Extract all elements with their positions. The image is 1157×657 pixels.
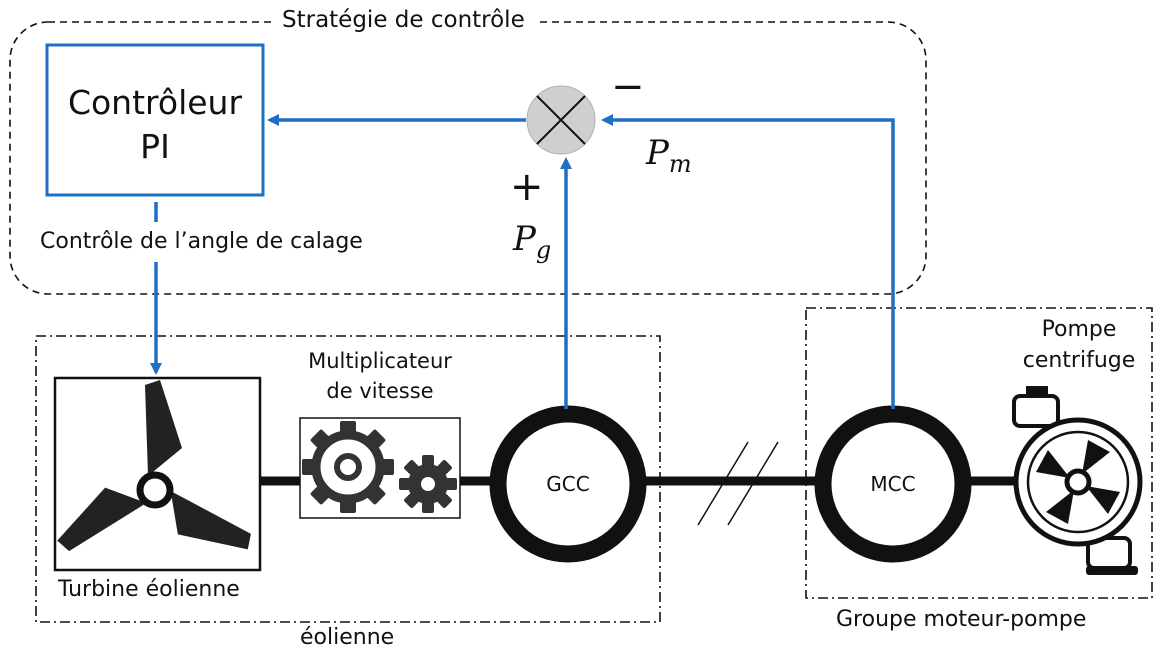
gearbox-label-line1: Multiplicateur [308,349,452,373]
pg-symbol: Pg [513,218,551,265]
wind-group-title: éolienne [300,625,395,650]
pump-label-line1: Pompe [1041,317,1117,342]
minus-sign: − [611,64,645,110]
summing-junction [526,85,596,155]
plus-sign: + [510,164,544,210]
pm-symbol-subscript: m [668,149,692,178]
motor-mcc-circle [814,405,972,563]
shaft-break-mark-2 [727,441,779,526]
shaft-break-mark-1 [697,441,749,526]
motor-mcc-label: MCC [870,472,916,496]
control-strategy-title: Stratégie de contrôle [272,6,535,35]
generator-gcc-circle [489,405,647,563]
gearbox-label-line2: de vitesse [326,379,434,403]
small-gear-icon [399,455,457,513]
pitch-control-label: Contrôle de l’angle de calage [40,229,363,254]
pump-label-line2: centrifuge [1022,348,1136,373]
motor-pump-group-boundary [805,307,1153,599]
centrifugal-pump-icon [1012,386,1143,575]
wind-turbine-icon [57,380,251,552]
large-gear-icon [302,421,394,513]
pg-symbol-subscript: g [535,235,552,264]
motor-pump-group-title: Groupe moteur-pompe [836,607,1087,632]
pi-controller-label-line2: PI [140,127,170,166]
pm-symbol-main: P [646,133,669,173]
generator-gcc-label: GCC [546,472,590,496]
pg-symbol-main: P [513,219,536,259]
pm-symbol: Pm [646,132,692,179]
wind-turbine-label: Turbine éolienne [58,577,240,602]
pi-controller-box [45,43,265,197]
pm-signal-line [601,114,895,409]
pi-controller-label-line1: Contrôleur [67,83,243,122]
